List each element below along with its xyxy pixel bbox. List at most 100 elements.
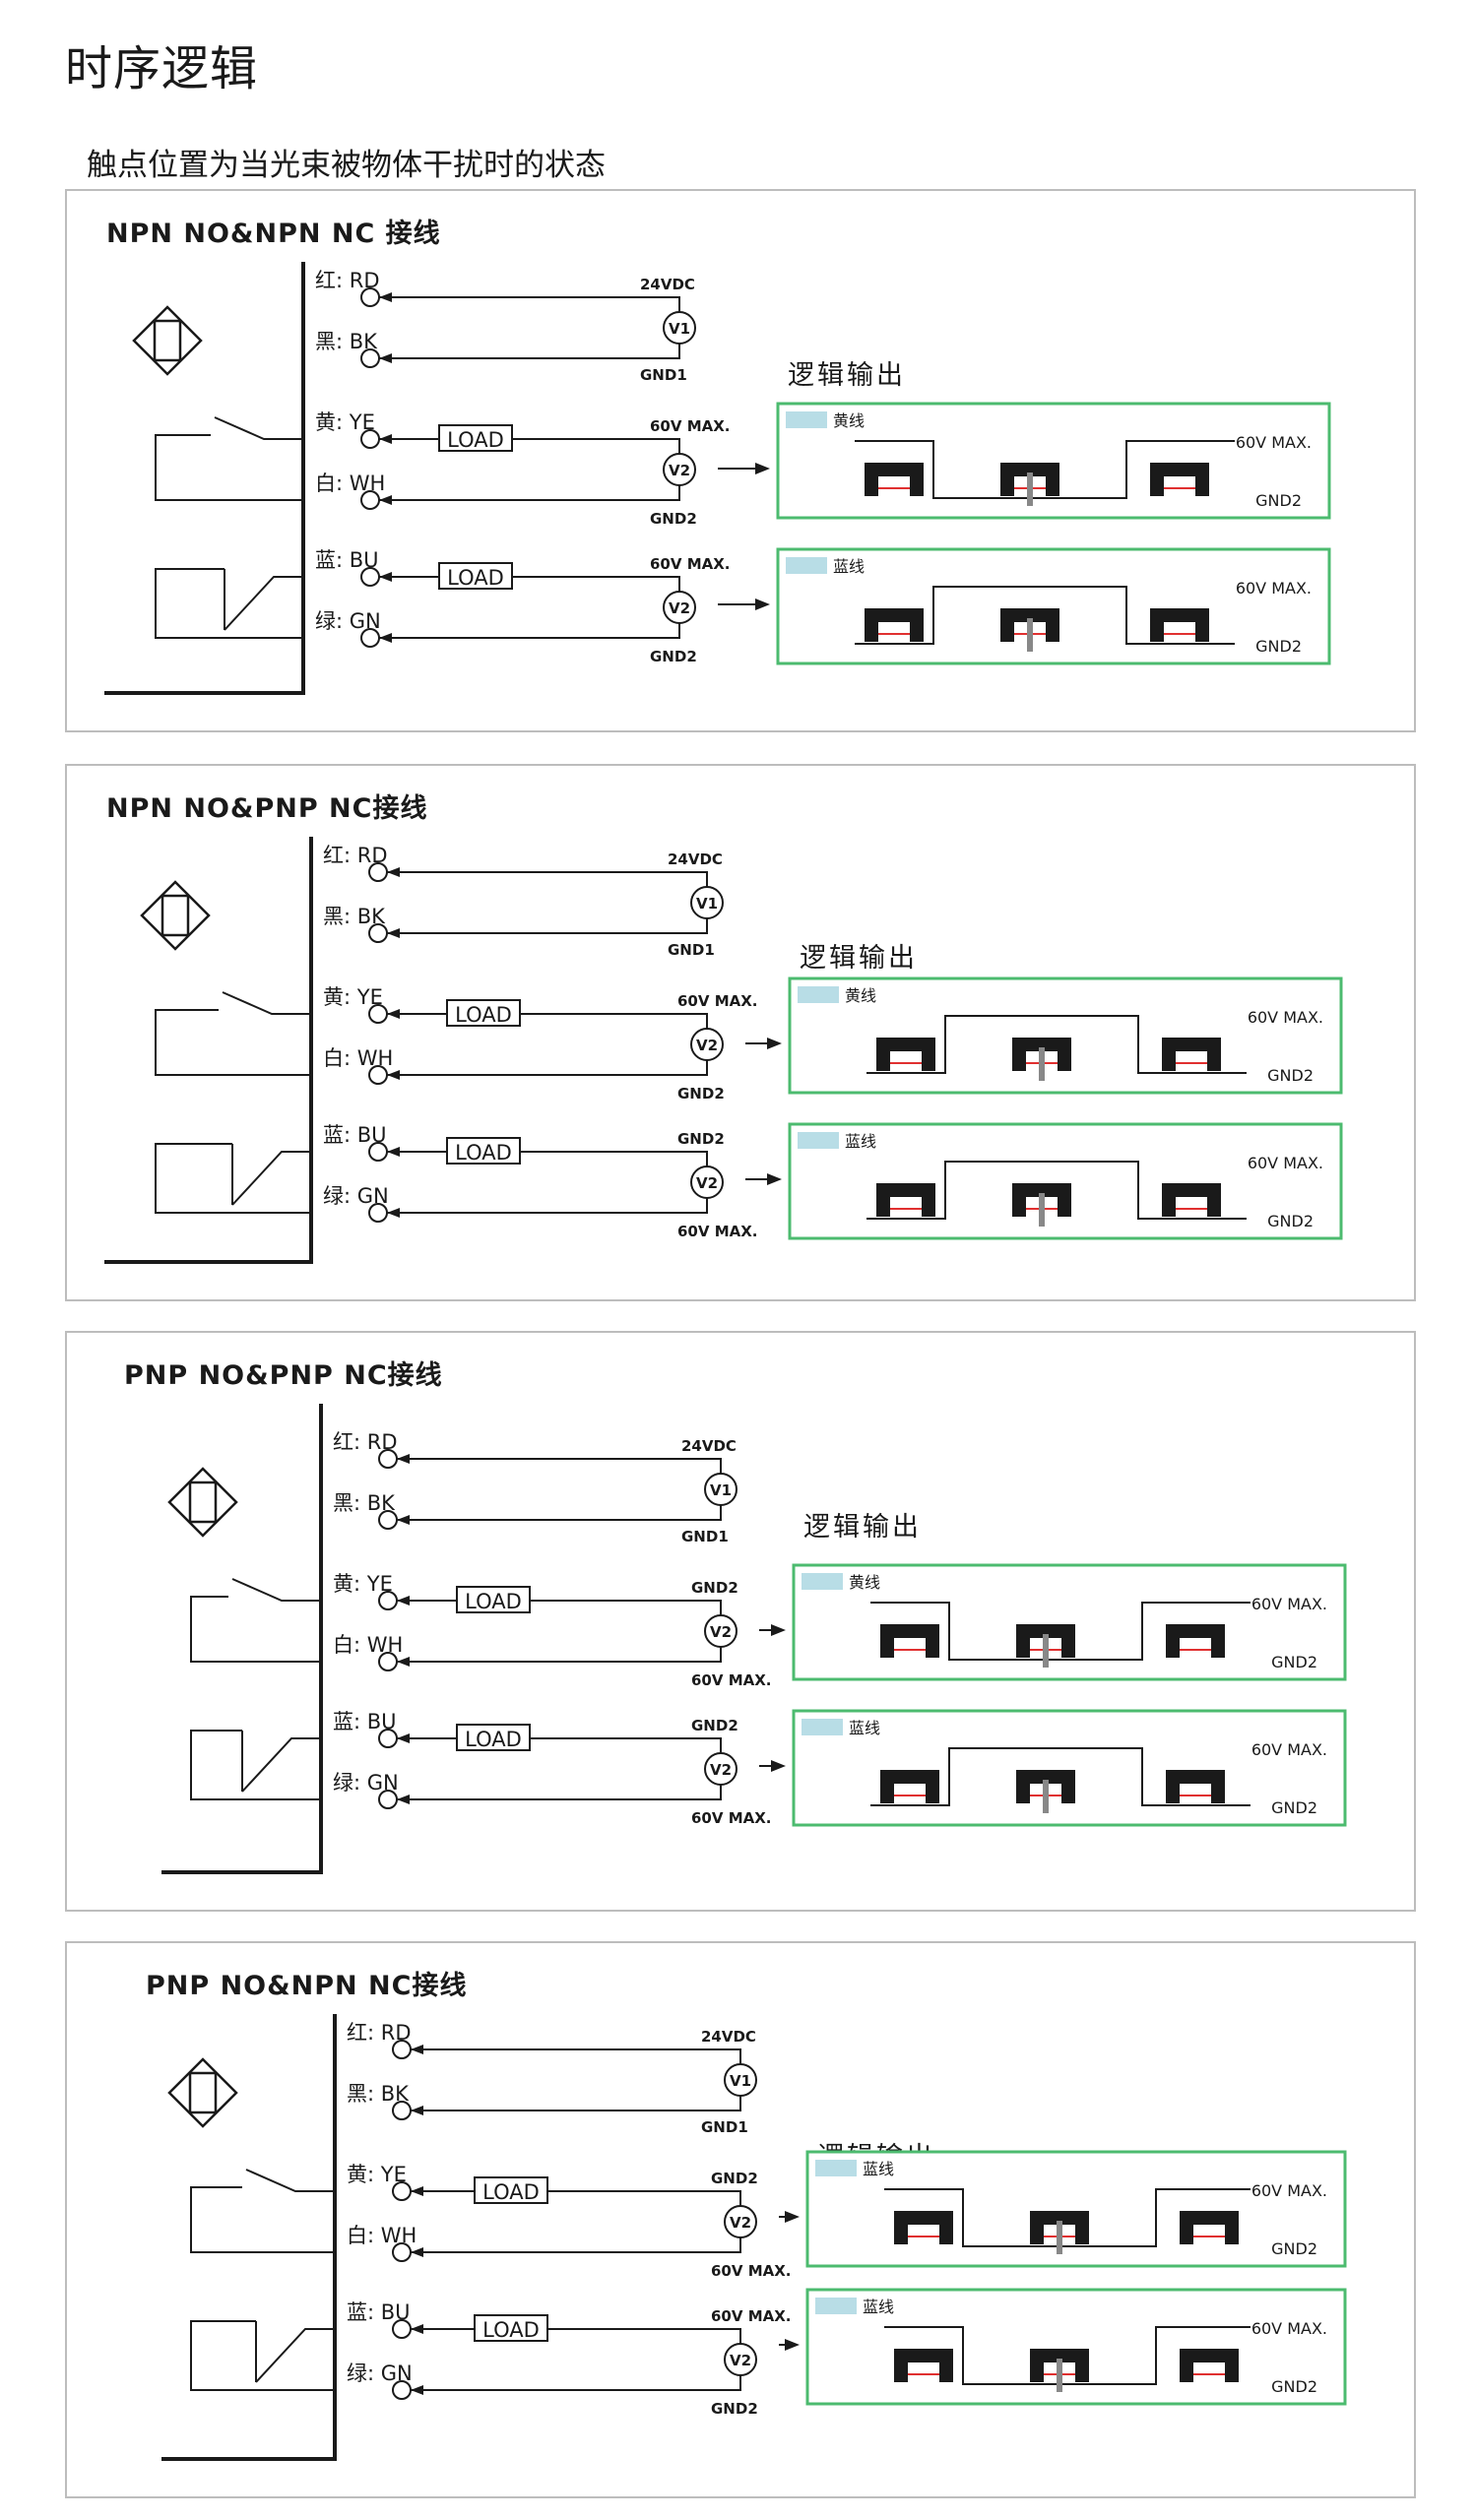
sensor-blocked-icon — [1000, 608, 1059, 652]
switch-loop — [190, 2186, 335, 2253]
panel-title: NPN NO&NPN NC 接线 — [106, 219, 441, 249]
output-wire-name: 蓝线 — [845, 1132, 876, 1151]
terminal-wh — [378, 1652, 398, 1671]
load-box — [446, 999, 521, 1027]
v2-bottom-label: 60V MAX. — [711, 2262, 792, 2280]
sensor-bracket — [880, 1770, 939, 1803]
switch-arm — [231, 1578, 321, 1602]
sensor-diamond — [140, 880, 211, 951]
to-output-arrow — [785, 2211, 800, 2223]
wire-color-swatch — [815, 2298, 857, 2314]
output-wire-name: 黄线 — [833, 411, 865, 430]
v2-source-icon — [690, 1028, 724, 1061]
sensor-clear-icon — [1180, 2211, 1239, 2244]
v2-source-icon — [704, 1614, 738, 1648]
gnd2-label: GND2 — [1267, 1212, 1314, 1230]
target-object — [1043, 1634, 1049, 1668]
wire-arrow — [387, 1009, 400, 1019]
wire-arrow — [387, 1147, 400, 1157]
v2-label: V2 — [669, 462, 690, 479]
supply-label: 24VDC — [640, 276, 695, 293]
v2-top-label: 60V MAX. — [650, 417, 731, 435]
sensor-blocked-icon — [1030, 2349, 1089, 2392]
sensor-bracket — [1166, 1770, 1225, 1803]
wire-color-swatch — [786, 557, 827, 574]
nc-contact-switch — [155, 1143, 311, 1214]
v2-label: V2 — [669, 599, 690, 617]
timing-waveform — [870, 1747, 1251, 1806]
v2-top-label: GND2 — [677, 1130, 725, 1148]
wire-arrow — [379, 353, 392, 363]
terminal-gn — [360, 628, 380, 648]
v2-label: V2 — [710, 1623, 732, 1641]
sensor-bracket — [1016, 1770, 1075, 1803]
wire-color-swatch — [786, 411, 827, 428]
v1-source-icon — [724, 2063, 757, 2097]
photo-sensor-icon — [132, 305, 203, 376]
v2-top-label: GND2 — [691, 1717, 738, 1734]
sensor-bracket — [1030, 2349, 1089, 2382]
wire-arrow — [387, 867, 400, 877]
sensor-clear-icon — [894, 2349, 953, 2382]
sensor-lens — [188, 1480, 218, 1524]
sensor-lens — [188, 2071, 218, 2114]
wiring-diagram: NPN NO&NPN NC 接线红: RD黑: BK黄: YE白: WH蓝: B… — [104, 219, 1331, 695]
gnd1-label: GND1 — [681, 1528, 729, 1545]
terminal-rd — [360, 287, 380, 307]
terminal-bk — [368, 923, 388, 943]
target-object — [1057, 2221, 1062, 2254]
timing-waveform — [866, 1015, 1247, 1074]
target-object — [1027, 618, 1033, 652]
switch-arm — [222, 991, 311, 1015]
v1-source-icon — [663, 311, 696, 345]
sensor-bracket — [876, 1038, 935, 1071]
panel-title: PNP NO&NPN NC接线 — [146, 1971, 467, 2001]
terminal-bk — [392, 2101, 412, 2120]
photo-sensor-icon — [167, 2057, 238, 2128]
gnd2-label: GND2 — [1271, 2377, 1317, 2396]
v2-bottom-label: GND2 — [650, 648, 697, 665]
v2-label: V2 — [696, 1174, 718, 1192]
wire-arrow — [379, 495, 392, 505]
switch-arm — [241, 1737, 321, 1793]
load-box — [438, 424, 513, 452]
terminal-bk — [360, 348, 380, 368]
to-output-arrow — [771, 1760, 786, 1772]
v1-source-icon — [690, 886, 724, 919]
output-wire-name: 蓝线 — [849, 1719, 880, 1737]
load-box — [456, 1724, 531, 1751]
load-box — [456, 1586, 531, 1613]
vmax-label: 60V MAX. — [1248, 1154, 1323, 1172]
switch-loop — [190, 1730, 321, 1800]
output-wire-name: 蓝线 — [863, 2298, 894, 2316]
sensor-bracket — [1000, 608, 1059, 642]
terminal-bk — [378, 1510, 398, 1530]
sensor-clear-icon — [1150, 463, 1209, 496]
sensor-clear-icon — [880, 1770, 939, 1803]
v2-bottom-label: 60V MAX. — [691, 1671, 772, 1689]
to-output-arrow — [767, 1038, 782, 1049]
sensor-lens — [160, 894, 190, 937]
sensor-blocked-icon — [1030, 2211, 1089, 2254]
gnd1-label: GND1 — [701, 2118, 748, 2136]
v2-bottom-label: GND2 — [650, 510, 697, 528]
target-object — [1027, 472, 1033, 506]
sensor-bracket — [1180, 2349, 1239, 2382]
sensor-clear-icon — [865, 463, 924, 496]
wire-arrow — [387, 1208, 400, 1218]
load-label: LOAD — [447, 428, 504, 452]
sensor-diamond — [132, 305, 203, 376]
switch-loop — [190, 1596, 321, 1663]
photo-sensor-icon — [140, 880, 211, 951]
sensor-clear-icon — [1180, 2349, 1239, 2382]
gnd2-label: GND2 — [1255, 491, 1302, 510]
page-title: 时序逻辑 — [65, 41, 259, 96]
sensor-bracket — [1180, 2211, 1239, 2244]
terminal-ye — [360, 429, 380, 449]
